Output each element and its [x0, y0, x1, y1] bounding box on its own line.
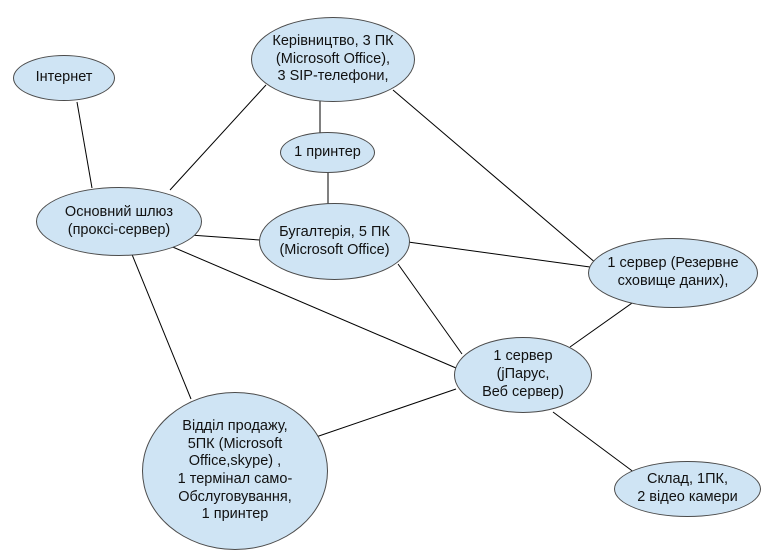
node-sales-label: Відділ продажу, 5ПК (Microsoft Office,sk…	[177, 417, 293, 523]
node-printer[interactable]: 1 принтер	[280, 132, 375, 173]
edge-gateway-server	[167, 244, 457, 369]
edge-gateway-management	[169, 84, 267, 191]
edge-accounting-server	[397, 263, 463, 355]
node-internet[interactable]: Інтернет	[13, 55, 115, 101]
node-management[interactable]: Керівництво, 3 ПК (Microsoft Office), 3 …	[251, 17, 415, 102]
edge-server-backup	[569, 295, 643, 348]
node-management-label: Керівництво, 3 ПК (Microsoft Office), 3 …	[272, 32, 394, 85]
node-warehouse[interactable]: Склад, 1ПК, 2 відео камери	[614, 461, 761, 517]
node-server-label: 1 сервер (jПарус, Веб сервер)	[482, 348, 564, 400]
node-accounting[interactable]: Бугалтерія, 5 ПК (Microsoft Office)	[259, 203, 410, 280]
node-gateway-label: Основний шлюз (проксі-сервер)	[64, 203, 174, 238]
edge-internet-gateway	[76, 101, 93, 189]
node-server[interactable]: 1 сервер (jПарус, Веб сервер)	[454, 337, 592, 413]
edge-sales-server	[312, 388, 457, 439]
node-warehouse-label: Склад, 1ПК, 2 відео камери	[637, 471, 738, 505]
node-printer-label: 1 принтер	[294, 143, 361, 160]
node-accounting-label: Бугалтерія, 5 ПК (Microsoft Office)	[279, 223, 390, 258]
node-backup[interactable]: 1 сервер (Резервне сховище даних),	[588, 238, 758, 308]
edge-server-warehouse	[552, 411, 636, 474]
edge-accounting-backup	[407, 241, 591, 268]
edge-gateway-accounting	[189, 234, 261, 241]
edge-gateway-sales	[130, 251, 192, 400]
node-sales[interactable]: Відділ продажу, 5ПК (Microsoft Office,sk…	[142, 392, 328, 550]
edge-management-backup	[392, 89, 598, 265]
node-backup-label: 1 сервер (Резервне сховище даних),	[607, 255, 739, 289]
node-internet-label: Інтернет	[35, 69, 93, 86]
node-gateway[interactable]: Основний шлюз (проксі-сервер)	[36, 187, 202, 256]
